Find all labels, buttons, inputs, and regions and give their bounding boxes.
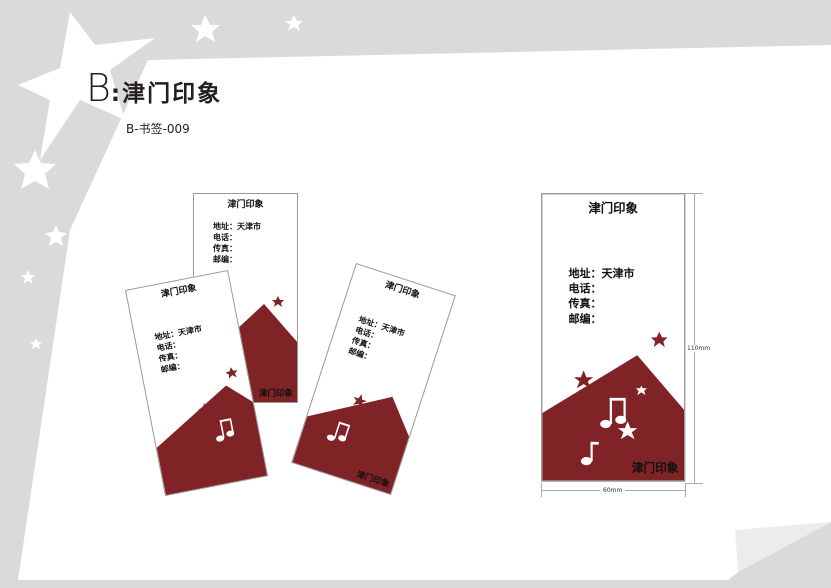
- card-fields: 地址：天津市 电话：传真：邮编：: [213, 222, 261, 264]
- star-icon: [285, 15, 303, 31]
- height-dimension-label: 110mm: [687, 345, 711, 352]
- card-footer: 津门印象: [631, 462, 679, 477]
- card-title: 津门印象: [227, 200, 264, 210]
- star-icon: [14, 150, 56, 189]
- page-subtitle: B-书签-009: [126, 122, 190, 136]
- paper-curl: [735, 522, 831, 572]
- card-footer: 津门印象: [258, 389, 293, 399]
- bookmark-card-right: 津门印象 地址：天津市 电话：传真：邮编： 津门印象: [291, 263, 456, 496]
- page-title: B:津门印象: [86, 66, 223, 110]
- star-icon: [198, 402, 212, 417]
- star-icon: [191, 15, 220, 42]
- star-icon: [18, 12, 155, 160]
- card-title: 津门印象: [588, 202, 638, 217]
- music-note-icon: [216, 418, 235, 442]
- star-icon: [30, 338, 42, 349]
- card-fields: 地址：天津市 电话：传真：邮编：: [568, 267, 635, 325]
- music-note-icon: [600, 397, 627, 429]
- star-icon: [574, 370, 594, 389]
- bookmark-card-large: 津门印象 地址：天津市 电话：传真：邮编： 津门印象: [541, 193, 686, 482]
- star-icon: [45, 225, 67, 246]
- star-icon: [651, 331, 668, 347]
- star-icon: [272, 296, 284, 307]
- star-icon: [635, 385, 647, 396]
- dimension-line: [694, 193, 695, 483]
- card-fields: 地址：天津市 电话：传真：邮编：: [153, 324, 203, 375]
- star-icon: [21, 270, 35, 284]
- bookmark-card-left: 津门印象 地址：天津市 电话：传真：邮编：: [125, 269, 269, 497]
- dimension-line: [685, 483, 703, 484]
- width-dimension-label: 60mm: [600, 487, 626, 494]
- dimension-line: [685, 483, 686, 497]
- music-note-icon: [326, 421, 351, 442]
- music-note-icon: [580, 441, 599, 466]
- star-icon: [225, 367, 238, 379]
- star-icon: [618, 421, 638, 440]
- star-icon: [352, 394, 367, 409]
